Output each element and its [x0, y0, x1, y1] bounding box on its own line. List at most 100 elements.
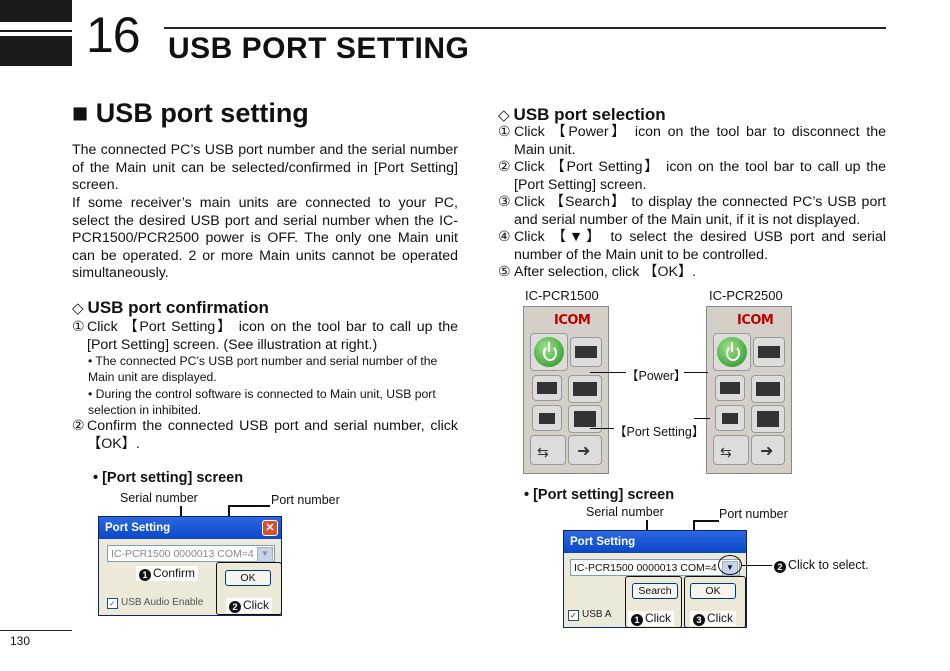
power-icon: [717, 337, 747, 367]
scope-icon[interactable]: [568, 375, 602, 403]
toolbar-panel-1500: ICOM ⇆ ➜: [523, 306, 609, 474]
step-text: Click 【Port Setting】 icon on the tool ba…: [87, 319, 458, 353]
selection-subheading: ◇USB port selection: [498, 105, 666, 125]
serial-number-label-right: Serial number: [586, 505, 664, 519]
diamond-icon: ◇: [72, 300, 84, 317]
step-number: ②: [498, 159, 511, 175]
model-label-2500: IC-PCR2500: [709, 288, 783, 303]
port-setting-button[interactable]: [751, 405, 785, 433]
step-number: ⑤: [498, 264, 511, 280]
port-select-combo[interactable]: IC-PCR1500 0000013 COM=4 ▼: [107, 545, 275, 562]
intro-paragraph-1: The connected PC’s USB port number and t…: [72, 142, 458, 194]
step-text: After selection, click 【OK】.: [514, 264, 697, 280]
step-text: Click 【▼】 to select the desired USB port…: [514, 229, 886, 263]
exit-icon[interactable]: ➜: [751, 435, 785, 465]
power-button[interactable]: [530, 333, 568, 371]
step-number: ①: [498, 124, 511, 140]
chevron-down-icon[interactable]: ▼: [257, 547, 273, 562]
confirm-subheading-text: USB port confirmation: [87, 298, 269, 317]
step-text: Confirm the connected USB port and seria…: [87, 418, 458, 452]
close-icon[interactable]: ✕: [262, 520, 278, 536]
step-text: Click 【Search】 to display the connected …: [514, 194, 886, 228]
ok-button[interactable]: OK: [225, 570, 271, 586]
ok-highlight: [216, 562, 282, 615]
record-icon[interactable]: [715, 405, 745, 431]
number-badge: 1: [631, 614, 643, 626]
number-badge: 1: [139, 569, 151, 581]
port-number-label-left: Port number: [271, 493, 340, 507]
usb-audio-label: USB Audio Enable: [121, 597, 204, 608]
dialog-titlebar: Port Setting: [564, 531, 746, 553]
usb-audio-checkbox[interactable]: ✓USB Audio Enable: [107, 597, 203, 609]
icom-logo: ICOM: [737, 313, 774, 328]
dialog-titlebar: Port Setting ✕: [99, 517, 281, 539]
power-leader-line-2: [684, 372, 708, 374]
power-callout-label: 【Power】: [626, 369, 687, 383]
confirm-subheading: ◇USB port confirmation: [72, 298, 269, 318]
intro-paragraph-2: If some receiver’s main units are connec…: [72, 195, 458, 282]
number-badge: 3: [693, 614, 705, 626]
combo-value: IC-PCR1500 0000013 COM=4: [111, 548, 254, 560]
scope-icon[interactable]: [751, 375, 785, 403]
page-rule: [0, 630, 72, 631]
panel-icon[interactable]: [753, 337, 785, 367]
chapter-rule: [164, 27, 886, 29]
step-number: ④: [498, 229, 511, 245]
serial-number-label-left: Serial number: [120, 491, 198, 505]
ok-highlight: [684, 576, 746, 628]
dropdown-highlight-circle: [718, 555, 742, 575]
step-number: ②: [72, 418, 85, 434]
usb-icon[interactable]: ⇆: [713, 435, 749, 465]
page-number: 130: [10, 634, 31, 648]
port-select-combo[interactable]: IC-PCR1500 0000013 COM=4 ▼: [570, 559, 740, 576]
search-button[interactable]: Search: [632, 583, 678, 599]
select-leader-line: [742, 565, 772, 567]
toolbar-panel-2500: ICOM ⇆ ➜: [706, 306, 792, 474]
port-setting-leader-line-2: [694, 418, 710, 420]
section-title: ■ USB port setting: [72, 98, 309, 128]
dialog-title: Port Setting: [570, 536, 636, 548]
ok-button[interactable]: OK: [690, 583, 736, 599]
port-leader-line-h: [228, 505, 270, 507]
number-badge: 2: [774, 561, 786, 573]
power-button[interactable]: [713, 333, 751, 371]
callout-text: Click: [707, 611, 733, 625]
selection-subheading-text: USB port selection: [513, 105, 666, 124]
icom-logo: ICOM: [554, 313, 591, 328]
port-setting-leader-line: [590, 428, 614, 430]
confirm-step-1: ① Click 【Port Setting】 icon on the tool …: [72, 319, 458, 354]
panel-icon[interactable]: [570, 337, 602, 367]
confirm-bullet-2: • During the control software is connect…: [88, 387, 436, 417]
usb-audio-checkbox[interactable]: ✓USB A: [568, 609, 611, 621]
step-number: ①: [72, 319, 85, 335]
chapter-title: USB PORT SETTING: [168, 32, 470, 65]
dialog-title: Port Setting: [105, 522, 171, 534]
callout-text: Confirm: [153, 566, 196, 580]
callout-text: Click: [243, 598, 269, 612]
record-icon[interactable]: [532, 405, 562, 431]
step-text: Click 【Port Setting】 icon on the tool ba…: [514, 159, 886, 193]
exit-icon[interactable]: ➜: [568, 435, 602, 465]
usb-audio-label: USB A: [582, 609, 612, 620]
memory-icon[interactable]: [715, 375, 745, 401]
screen-caption-left: • [Port setting] screen: [93, 470, 244, 486]
port-setting-callout-label: 【Port Setting】: [614, 425, 705, 439]
memory-icon[interactable]: [532, 375, 562, 401]
usb-icon[interactable]: ⇆: [530, 435, 566, 465]
combo-value: IC-PCR1500 0000013 COM=4: [574, 562, 717, 574]
model-label-1500: IC-PCR1500: [525, 288, 599, 303]
diamond-icon: ◇: [498, 107, 510, 124]
chapter-tab-mark: [0, 0, 72, 66]
step-text: Click 【Power】 icon on the tool bar to di…: [514, 124, 886, 158]
search-highlight: [625, 576, 682, 628]
